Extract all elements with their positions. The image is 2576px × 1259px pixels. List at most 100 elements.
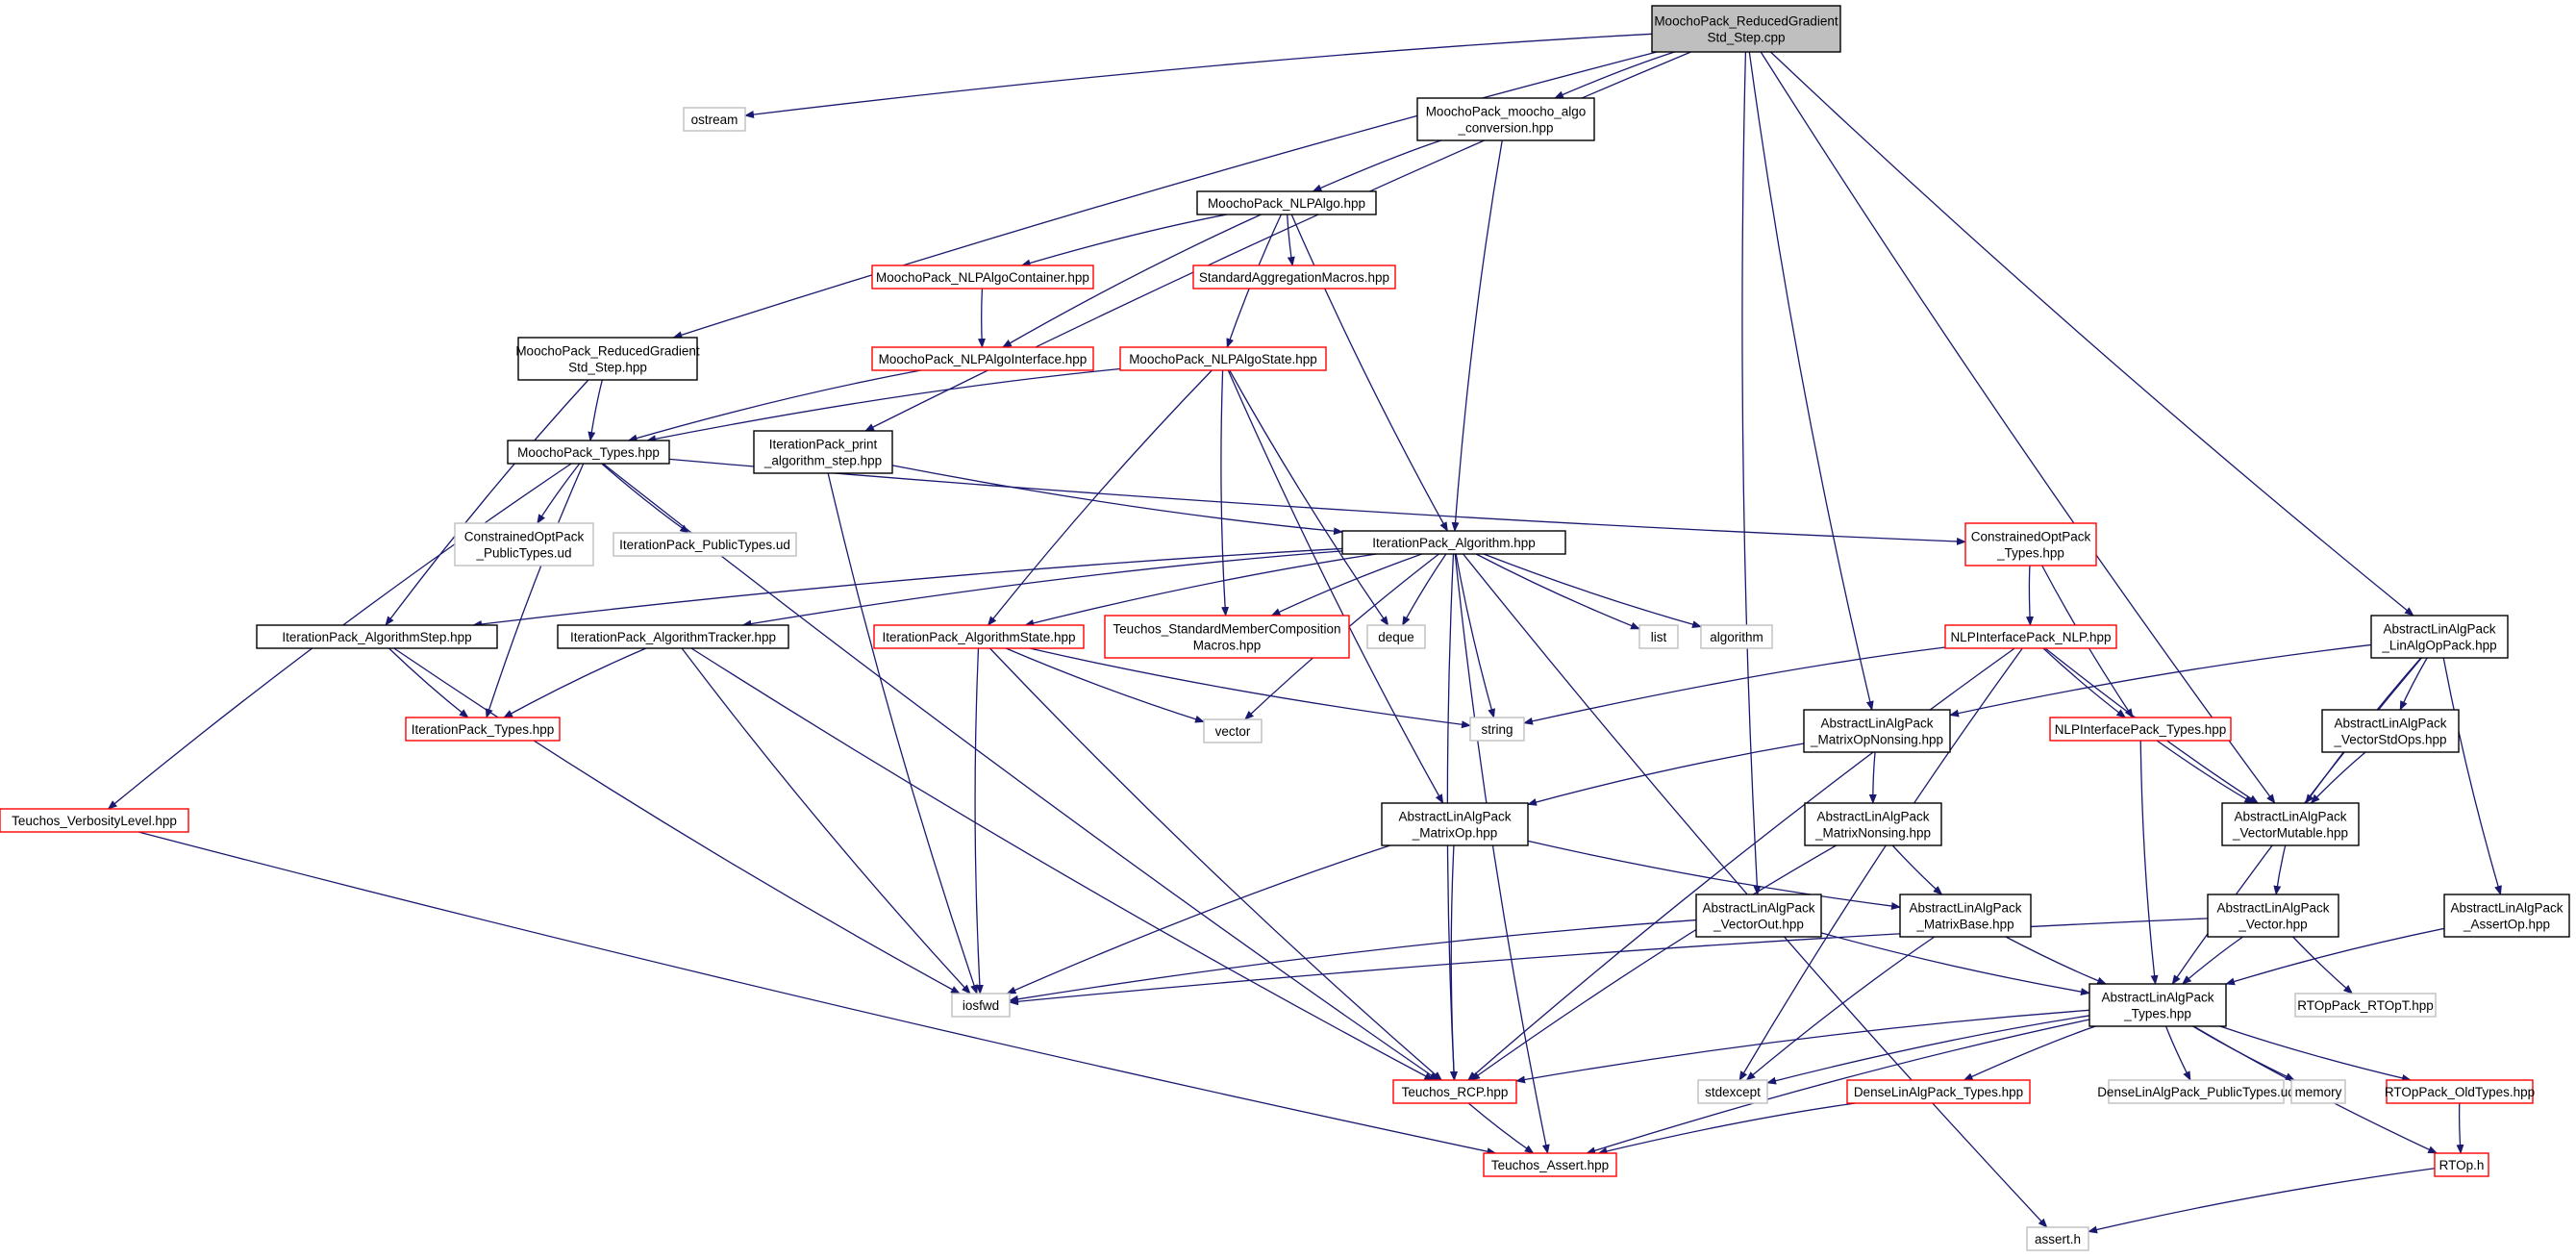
node-algo_conv[interactable]: MoochoPack_moocho_algo_conversion.hpp [1416, 97, 1595, 141]
node-assertop-label: AbstractLinAlgPack [2450, 901, 2563, 916]
node-rcp-label: Teuchos_RCP.hpp [1402, 1085, 1509, 1099]
node-string: string [1469, 717, 1525, 742]
node-tassert[interactable]: Teuchos_Assert.hpp [1483, 1152, 1617, 1177]
node-dense_pub: DenseLinAlgPack_PublicTypes.ud [2097, 1079, 2295, 1104]
edge-root-to-linopack [1769, 51, 2414, 617]
node-root-box [1651, 5, 1841, 53]
node-vec[interactable]: AbstractLinAlgPack_Vector.hpp [2207, 894, 2339, 938]
node-rtoph[interactable]: RTOp.h [2434, 1152, 2489, 1177]
edge-vec-to-rtopt [2292, 936, 2354, 995]
node-matnons-label: AbstractLinAlgPack [1816, 810, 1929, 824]
edge-nlpalgoif-to-mtypes [627, 369, 921, 442]
node-ittypes[interactable]: IterationPack_Types.hpp [405, 717, 561, 742]
node-algorithm-box [1700, 624, 1773, 649]
node-verbosity-label: Teuchos_VerbosityLevel.hpp [12, 814, 177, 828]
node-mopnons[interactable]: AbstractLinAlgPack_MatrixOpNonsing.hpp [1803, 709, 1951, 753]
node-linopack[interactable]: AbstractLinAlgPack_LinAlgOpPack.hpp [2370, 615, 2509, 659]
edge-verbosity-to-tassert [138, 831, 1497, 1156]
edge-root-to-ostream [744, 33, 1653, 119]
node-stdagg[interactable]: StandardAggregationMacros.hpp [1192, 264, 1396, 290]
node-deque-label: deque [1378, 630, 1414, 644]
node-nlpalgoif-label: MoochoPack_NLPAlgoInterface.hpp [879, 352, 1088, 366]
node-ittracker-box [557, 624, 789, 649]
node-it_pub-box [613, 532, 797, 557]
node-nlpalgocont-box [871, 264, 1094, 290]
node-teuchos_smc-label: Macros.hpp [1193, 639, 1262, 653]
edge-nlpalgo-to-nlpalgoif [1002, 214, 1262, 348]
node-italg[interactable]: IterationPack_Algorithm.hpp [1341, 530, 1566, 555]
node-copt_types[interactable]: ConstrainedOptPack_Types.hpp [1964, 522, 2097, 567]
node-teuchos_smc-box [1104, 615, 1350, 659]
node-rtoph-label: RTOp.h [2439, 1158, 2485, 1172]
node-memory: memory [2290, 1079, 2346, 1104]
edge-vecout-to-iosfwd [1009, 919, 1697, 1003]
edge-italg-to-deque [1402, 553, 1447, 626]
edge-linopack-to-mopnons [1949, 643, 2372, 718]
node-itstep[interactable]: IterationPack_AlgorithmStep.hpp [256, 624, 498, 649]
node-italg-label: IterationPack_Algorithm.hpp [1372, 536, 1536, 550]
node-rgstep-label: Std_Step.hpp [568, 361, 647, 375]
node-printalg[interactable]: IterationPack_print_algorithm_step.hpp [753, 430, 893, 474]
node-verbosity[interactable]: Teuchos_VerbosityLevel.hpp [0, 808, 189, 833]
node-copt_types-label: _Types.hpp [1996, 546, 2064, 561]
node-assertop[interactable]: AbstractLinAlgPack_AssertOp.hpp [2443, 894, 2570, 938]
edge-matop-to-rcp [1449, 844, 1458, 1081]
node-stdagg-label: StandardAggregationMacros.hpp [1199, 270, 1389, 285]
edge-itstate-to-rcp [988, 647, 1442, 1081]
node-vstdops-box [2321, 709, 2460, 753]
node-rcp[interactable]: Teuchos_RCP.hpp [1392, 1079, 1517, 1104]
node-nlpalgocont-label: MoochoPack_NLPAlgoContainer.hpp [876, 270, 1089, 285]
node-nlpalgostate-label: MoochoPack_NLPAlgoState.hpp [1129, 352, 1317, 366]
node-mtypes[interactable]: MoochoPack_Types.hpp [507, 440, 670, 465]
nodes-layer: MoochoPack_ReducedGradientStd_Step.cppos… [0, 5, 2570, 1251]
node-matop[interactable]: AbstractLinAlgPack_MatrixOp.hpp [1381, 802, 1529, 846]
node-matbase[interactable]: AbstractLinAlgPack_MatrixBase.hpp [1899, 894, 2032, 938]
node-ittypes-box [405, 717, 561, 742]
node-mopnons-box [1803, 709, 1951, 753]
node-vecmut[interactable]: AbstractLinAlgPack_VectorMutable.hpp [2221, 802, 2360, 846]
node-it_pub-label: IterationPack_PublicTypes.ud [619, 538, 790, 552]
node-oldtypes-label: RTOpPack_OldTypes.hpp [2385, 1085, 2535, 1099]
node-teuchos_smc[interactable]: Teuchos_StandardMemberCompositionMacros.… [1104, 615, 1350, 659]
node-list: list [1638, 624, 1679, 649]
edge-root-to-mopnons [1748, 51, 1874, 711]
node-rgstep-box [517, 337, 698, 381]
edge-rtoph-to-asserth [2088, 1168, 2436, 1234]
node-vec-label: AbstractLinAlgPack [2216, 901, 2329, 916]
node-vstdops[interactable]: AbstractLinAlgPack_VectorStdOps.hpp [2321, 709, 2460, 753]
edge-matnons-to-rcp [1470, 844, 1837, 1081]
node-nlptypes[interactable]: NLPInterfacePack_Types.hpp [2049, 717, 2232, 742]
node-copt_pub-label: ConstrainedOptPack [464, 530, 585, 544]
node-nlpalgostate[interactable]: MoochoPack_NLPAlgoState.hpp [1119, 346, 1327, 371]
node-itstate[interactable]: IterationPack_AlgorithmState.hpp [873, 624, 1085, 649]
edge-vecout-to-altypes [1820, 932, 2090, 996]
edge-matop-to-matbase [1527, 840, 1901, 910]
edge-ittracker-to-iosfwd [681, 647, 971, 995]
node-rtoph-box [2434, 1152, 2489, 1177]
node-root-label: Std_Step.cpp [1707, 31, 1785, 45]
node-dense_types[interactable]: DenseLinAlgPack_Types.hpp [1846, 1079, 2031, 1104]
node-rtopt-box [2294, 993, 2437, 1018]
node-vecout[interactable]: AbstractLinAlgPack_VectorOut.hpp [1695, 894, 1822, 938]
node-oldtypes[interactable]: RTOpPack_OldTypes.hpp [2385, 1079, 2535, 1104]
node-nlpalgocont[interactable]: MoochoPack_NLPAlgoContainer.hpp [871, 264, 1094, 290]
edge-rgstep-to-itstep [385, 379, 589, 626]
node-matop-box [1381, 802, 1529, 846]
node-verbosity-box [0, 808, 189, 833]
node-list-box [1638, 624, 1679, 649]
node-linopack-label: AbstractLinAlgPack [2383, 622, 2495, 637]
node-ittracker[interactable]: IterationPack_AlgorithmTracker.hpp [557, 624, 789, 649]
node-nlpalgoif[interactable]: MoochoPack_NLPAlgoInterface.hpp [871, 346, 1094, 371]
node-nlp-box [1944, 624, 2117, 649]
node-altypes[interactable]: AbstractLinAlgPack_Types.hpp [2088, 983, 2227, 1027]
edge-root-to-vecmut [1760, 51, 2276, 804]
node-matnons[interactable]: AbstractLinAlgPack_MatrixNonsing.hpp [1804, 802, 1942, 846]
edge-mopnons-to-matop [1527, 743, 1805, 806]
node-nlp[interactable]: NLPInterfacePack_NLP.hpp [1944, 624, 2117, 649]
node-nlpalgo[interactable]: MoochoPack_NLPAlgo.hpp [1196, 190, 1377, 215]
node-itstate-label: IterationPack_AlgorithmState.hpp [882, 630, 1075, 644]
node-matbase-label: AbstractLinAlgPack [1909, 901, 2021, 916]
